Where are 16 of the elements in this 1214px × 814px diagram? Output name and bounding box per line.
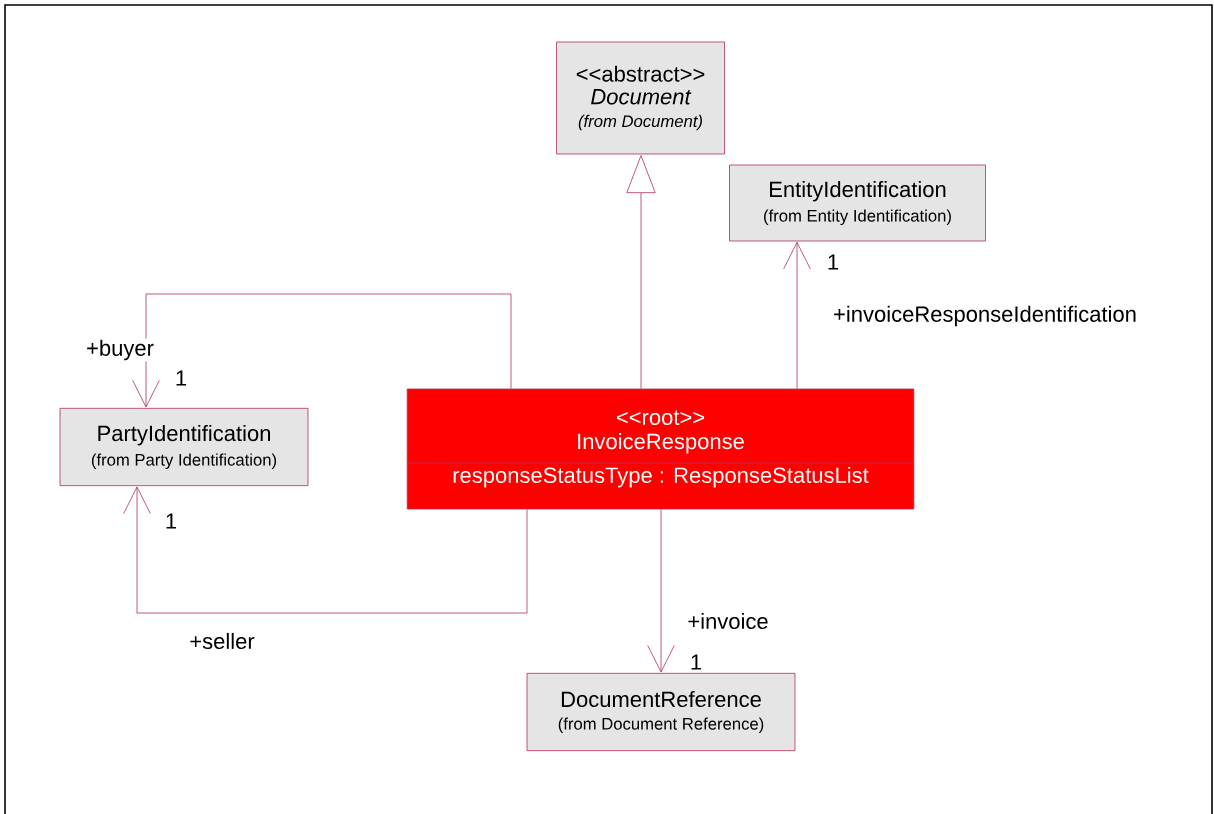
multiplicity-label: 1 — [176, 370, 187, 386]
multiplicity-label: 1 — [166, 513, 177, 529]
root-class-box: <<root>> InvoiceResponse responseStatusType : ResponseStatusList — [406, 388, 915, 510]
generalization-arrow — [626, 155, 656, 389]
class-box: DocumentReference (from Document Reference) — [526, 672, 796, 752]
abstract-class-box: <<abstract>> Document (from Document) — [556, 41, 725, 155]
association-arrow — [123, 486, 528, 614]
association-arrow — [783, 241, 811, 389]
role-label: +seller — [187, 631, 257, 651]
role-label: +invoiceResponseIdentification — [831, 304, 1139, 328]
class-box: PartyIdentification (from Party Identification) — [59, 407, 309, 487]
role-label: +buyer — [84, 338, 156, 362]
class-box: EntityIdentification (from Entity Identification) — [729, 164, 986, 242]
association-arrow — [647, 509, 675, 673]
association-arrow — [132, 293, 512, 408]
role-label: +invoice — [686, 611, 770, 631]
